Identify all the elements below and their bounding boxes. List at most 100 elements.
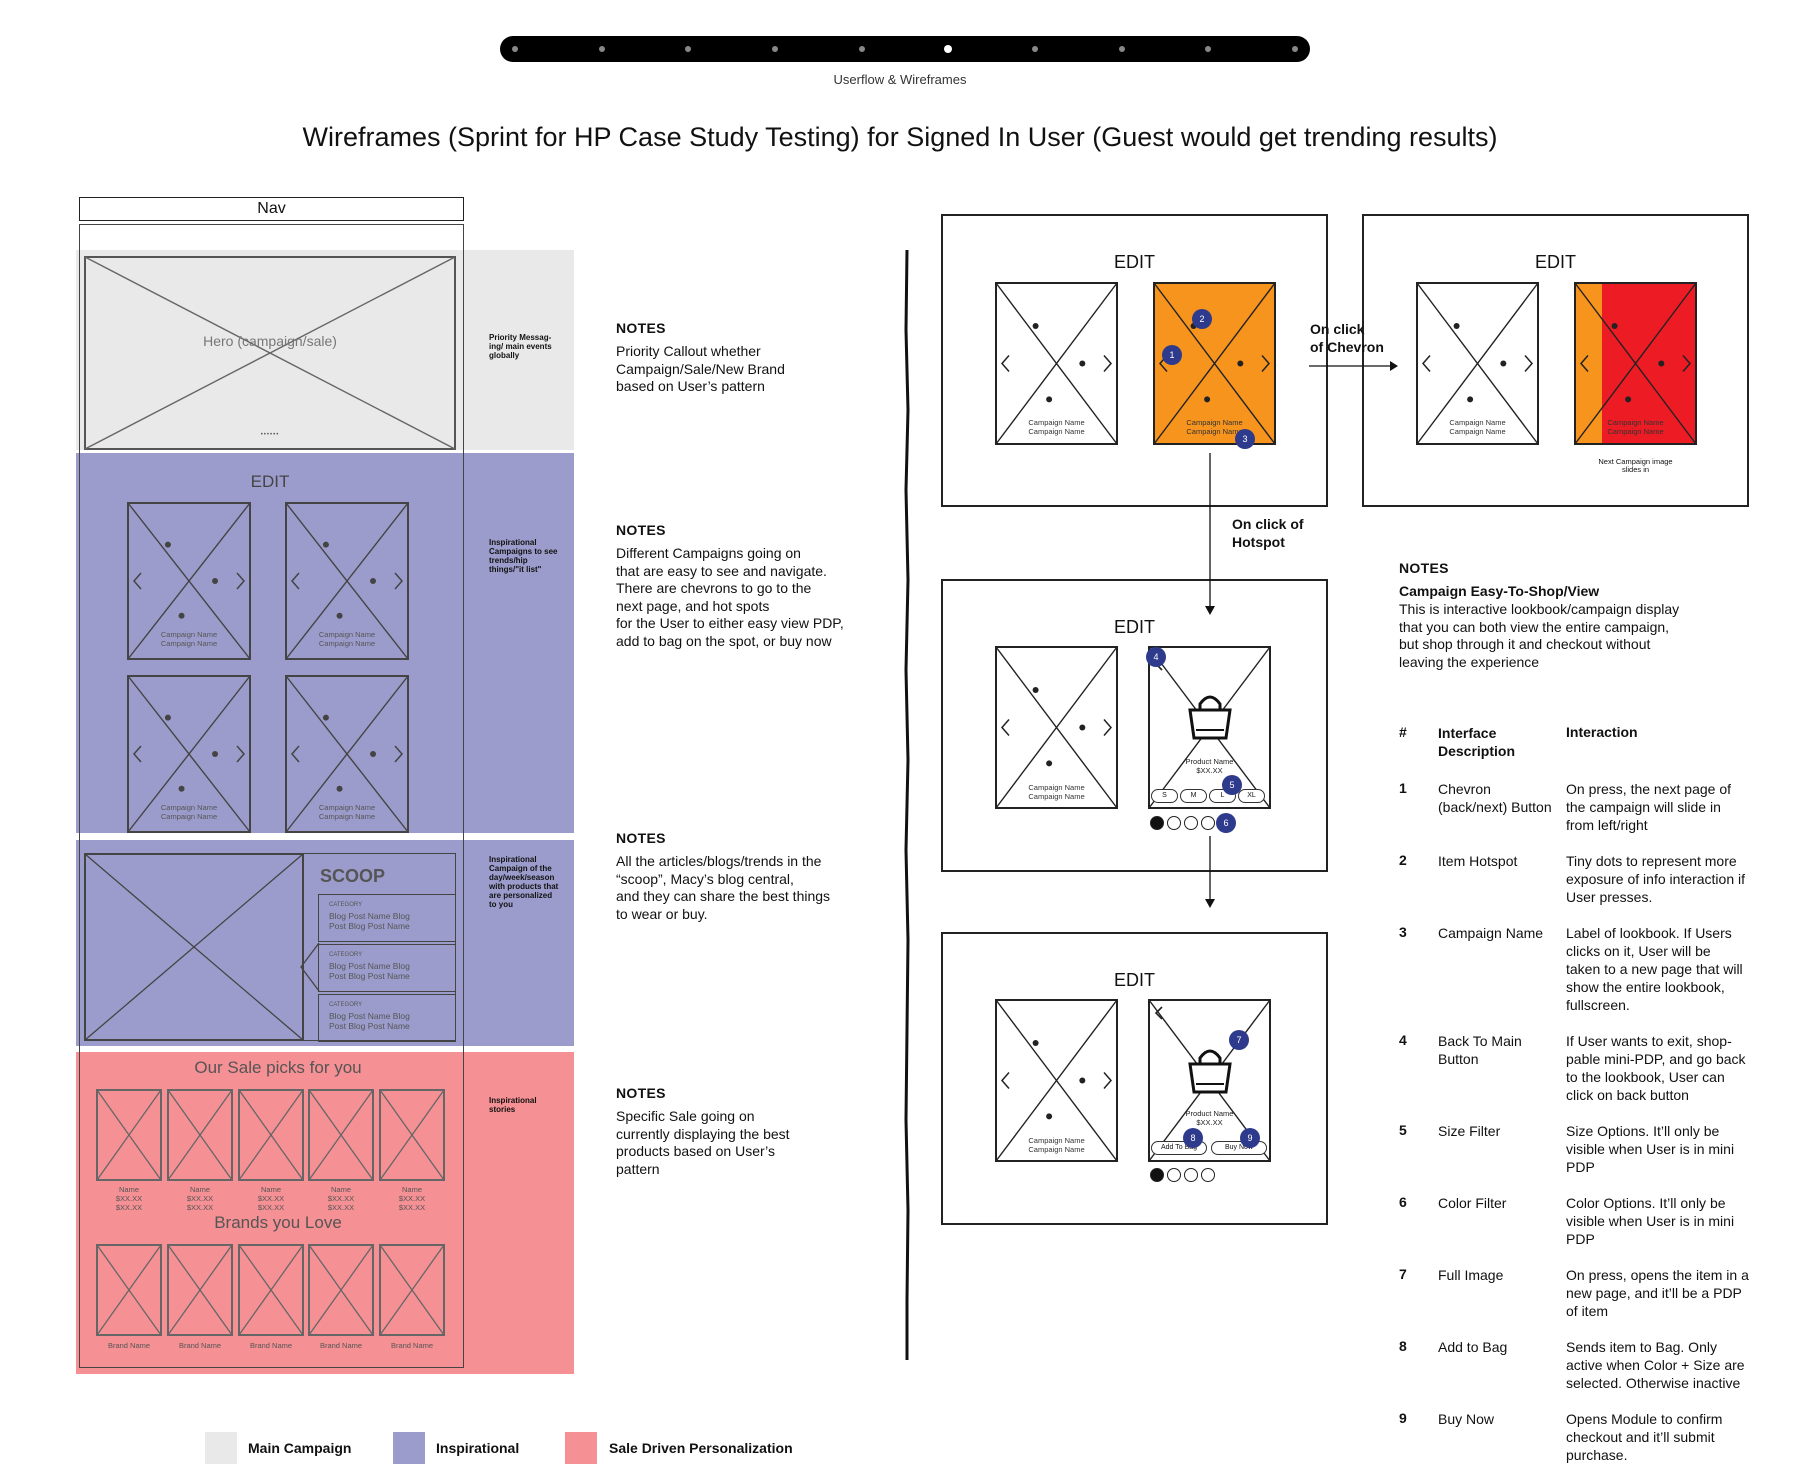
campaign-image-left: [995, 999, 1118, 1162]
interaction-row-desc: Chevron (back/next) Button: [1438, 781, 1552, 815]
color-swatch[interactable]: [1184, 816, 1198, 830]
campaign-name-label[interactable]: Campaign Name Campaign Name: [1028, 783, 1085, 801]
frame-edit-label: EDIT: [1113, 252, 1155, 272]
color-swatch[interactable]: [1201, 1168, 1215, 1182]
page-title: Wireframes (Sprint for HP Case Study Tes…: [302, 122, 1498, 152]
notes-3-heading: NOTES: [616, 830, 666, 846]
on-click-chevron-label: On click of Chevron: [1310, 321, 1384, 355]
hero-pagination: ••••••: [260, 432, 280, 438]
notes-4-body: Specific Sale going on currently display…: [616, 1108, 790, 1177]
right-notes-heading: NOTES: [1399, 560, 1449, 576]
color-swatch-selected[interactable]: [1150, 1168, 1164, 1182]
campaign-image-left: [1416, 282, 1539, 445]
size-option[interactable]: S: [1151, 789, 1178, 803]
progress-dot: [1032, 46, 1038, 52]
interaction-row-desc: Color Filter: [1438, 1195, 1507, 1211]
color-swatch[interactable]: [1184, 1168, 1198, 1182]
notes-3-body: All the articles/blogs/trends in the “sc…: [616, 853, 831, 922]
color-swatch[interactable]: [1167, 816, 1181, 830]
brand-caption: Brand Name: [390, 1341, 434, 1350]
hero-placeholder: [84, 256, 456, 450]
progress-dot: [1118, 46, 1125, 52]
blog-post-row: [318, 894, 456, 942]
color-swatch[interactable]: [1167, 1168, 1181, 1182]
brand-placeholder: [96, 1244, 162, 1336]
table-header-desc: Interface Description: [1438, 725, 1516, 759]
section-bg-inspirational-scoop: [76, 840, 574, 1046]
sale-section-title: Our Sale picks for you: [194, 1058, 362, 1077]
side-label-scoop: Inspirational Campaign of the day/week/s…: [489, 855, 559, 909]
interaction-row-detail: Opens Module to confirm checkout and it’…: [1566, 1411, 1723, 1463]
interaction-row-desc: Size Filter: [1438, 1123, 1501, 1139]
scoop-image-placeholder: [84, 853, 304, 1041]
shopping-bag-icon: [1188, 695, 1232, 740]
section-bg-inspirational-edit: [76, 453, 574, 833]
blog-title: Blog Post Name Blog Post Blog Post Name: [329, 911, 410, 931]
campaign-name-label[interactable]: Campaign Name Campaign Name: [1028, 418, 1085, 436]
next-campaign-caption: Next Campaign image slides in: [1598, 457, 1673, 474]
blog-category: CATEGORY: [329, 952, 363, 958]
scoop-selector-arrow: [300, 942, 320, 992]
page-outline: [79, 224, 464, 1368]
blog-title: Blog Post Name Blog Post Blog Post Name: [329, 1011, 410, 1031]
interaction-row-num: 2: [1399, 852, 1407, 868]
arrow-chevron: [1309, 361, 1398, 371]
interaction-row-desc: Back To Main Button: [1438, 1033, 1522, 1067]
interaction-row-detail: On press, the next page of the campaign …: [1566, 781, 1731, 833]
sale-product-placeholder: [238, 1089, 304, 1181]
frame-edit-label: EDIT: [1534, 252, 1576, 272]
hotspot-badge: 3: [1235, 429, 1255, 449]
edit-campaign-card: [127, 675, 251, 833]
color-swatch[interactable]: [1201, 816, 1215, 830]
legend-label-main: Main Campaign: [248, 1440, 352, 1456]
campaign-name-label[interactable]: Campaign Name Campaign Name: [1186, 418, 1243, 436]
scoop-title: SCOOP: [320, 866, 386, 886]
product-name: Product Name $XX.XX: [1185, 757, 1234, 775]
interaction-row-num: 1: [1399, 780, 1407, 796]
notes-4-heading: NOTES: [616, 1085, 666, 1101]
interaction-row-num: 8: [1399, 1338, 1407, 1354]
size-option[interactable]: M: [1180, 789, 1207, 803]
notes-1-heading: NOTES: [616, 320, 666, 336]
blog-title: Blog Post Name Blog Post Blog Post Name: [329, 961, 410, 981]
brand-caption: Brand Name: [249, 1341, 293, 1350]
size-option[interactable]: XL: [1238, 789, 1265, 803]
side-label-hero: Priority Messag- ing/ main events global…: [489, 333, 552, 360]
interaction-row-desc: Add to Bag: [1438, 1339, 1508, 1355]
hotspot-badge: 8: [1183, 1128, 1203, 1148]
campaign-name-label[interactable]: Campaign Name Campaign Name: [1449, 418, 1506, 436]
campaign-caption: Campaign Name Campaign Name: [318, 630, 376, 648]
interaction-row-num: 6: [1399, 1194, 1407, 1210]
interaction-row-desc: Full Image: [1438, 1267, 1504, 1283]
brand-caption: Brand Name: [178, 1341, 222, 1350]
progress-dot: [512, 46, 518, 52]
campaign-name-label[interactable]: Campaign Name Campaign Name: [1607, 418, 1664, 436]
progress-dot: [1205, 46, 1212, 52]
legend-swatch-main: [205, 1432, 237, 1464]
interaction-row-detail: Size Options. It’ll only be visible when…: [1566, 1123, 1735, 1175]
table-header-num: #: [1399, 724, 1407, 740]
sale-product-placeholder: [96, 1089, 162, 1181]
interaction-row-detail: On press, opens the item in a new page, …: [1566, 1267, 1749, 1319]
interaction-row-num: 9: [1399, 1410, 1407, 1426]
color-swatch-selected[interactable]: [1150, 816, 1164, 830]
campaign-name-label[interactable]: Campaign Name Campaign Name: [1028, 1136, 1085, 1154]
brand-placeholder: [379, 1244, 445, 1336]
interaction-row-detail: If User wants to exit, shop- pable mini-…: [1566, 1033, 1746, 1103]
progress-dot: [685, 46, 692, 52]
section-bg-main-campaign: [76, 250, 574, 450]
campaign-image-left: [995, 282, 1118, 445]
shopping-bag-icon: [1188, 1049, 1232, 1094]
brand-placeholder: [308, 1244, 374, 1336]
hotspot-badge: 6: [1216, 813, 1236, 833]
brand-caption: Brand Name: [319, 1341, 363, 1350]
interaction-row-detail: Tiny dots to represent more exposure of …: [1566, 853, 1745, 905]
flow-frame-mini-pdp-purchase: [941, 932, 1328, 1225]
progress-dot: [772, 46, 778, 52]
section-bg-sale: [76, 1052, 574, 1374]
on-click-hotspot-label: On click of Hotspot: [1232, 516, 1304, 550]
brand-placeholder: [238, 1244, 304, 1336]
legend-swatch-inspirational: [393, 1432, 425, 1464]
progress-dot: [1292, 46, 1298, 52]
notes-2-body: Different Campaigns going on that are ea…: [616, 545, 844, 649]
